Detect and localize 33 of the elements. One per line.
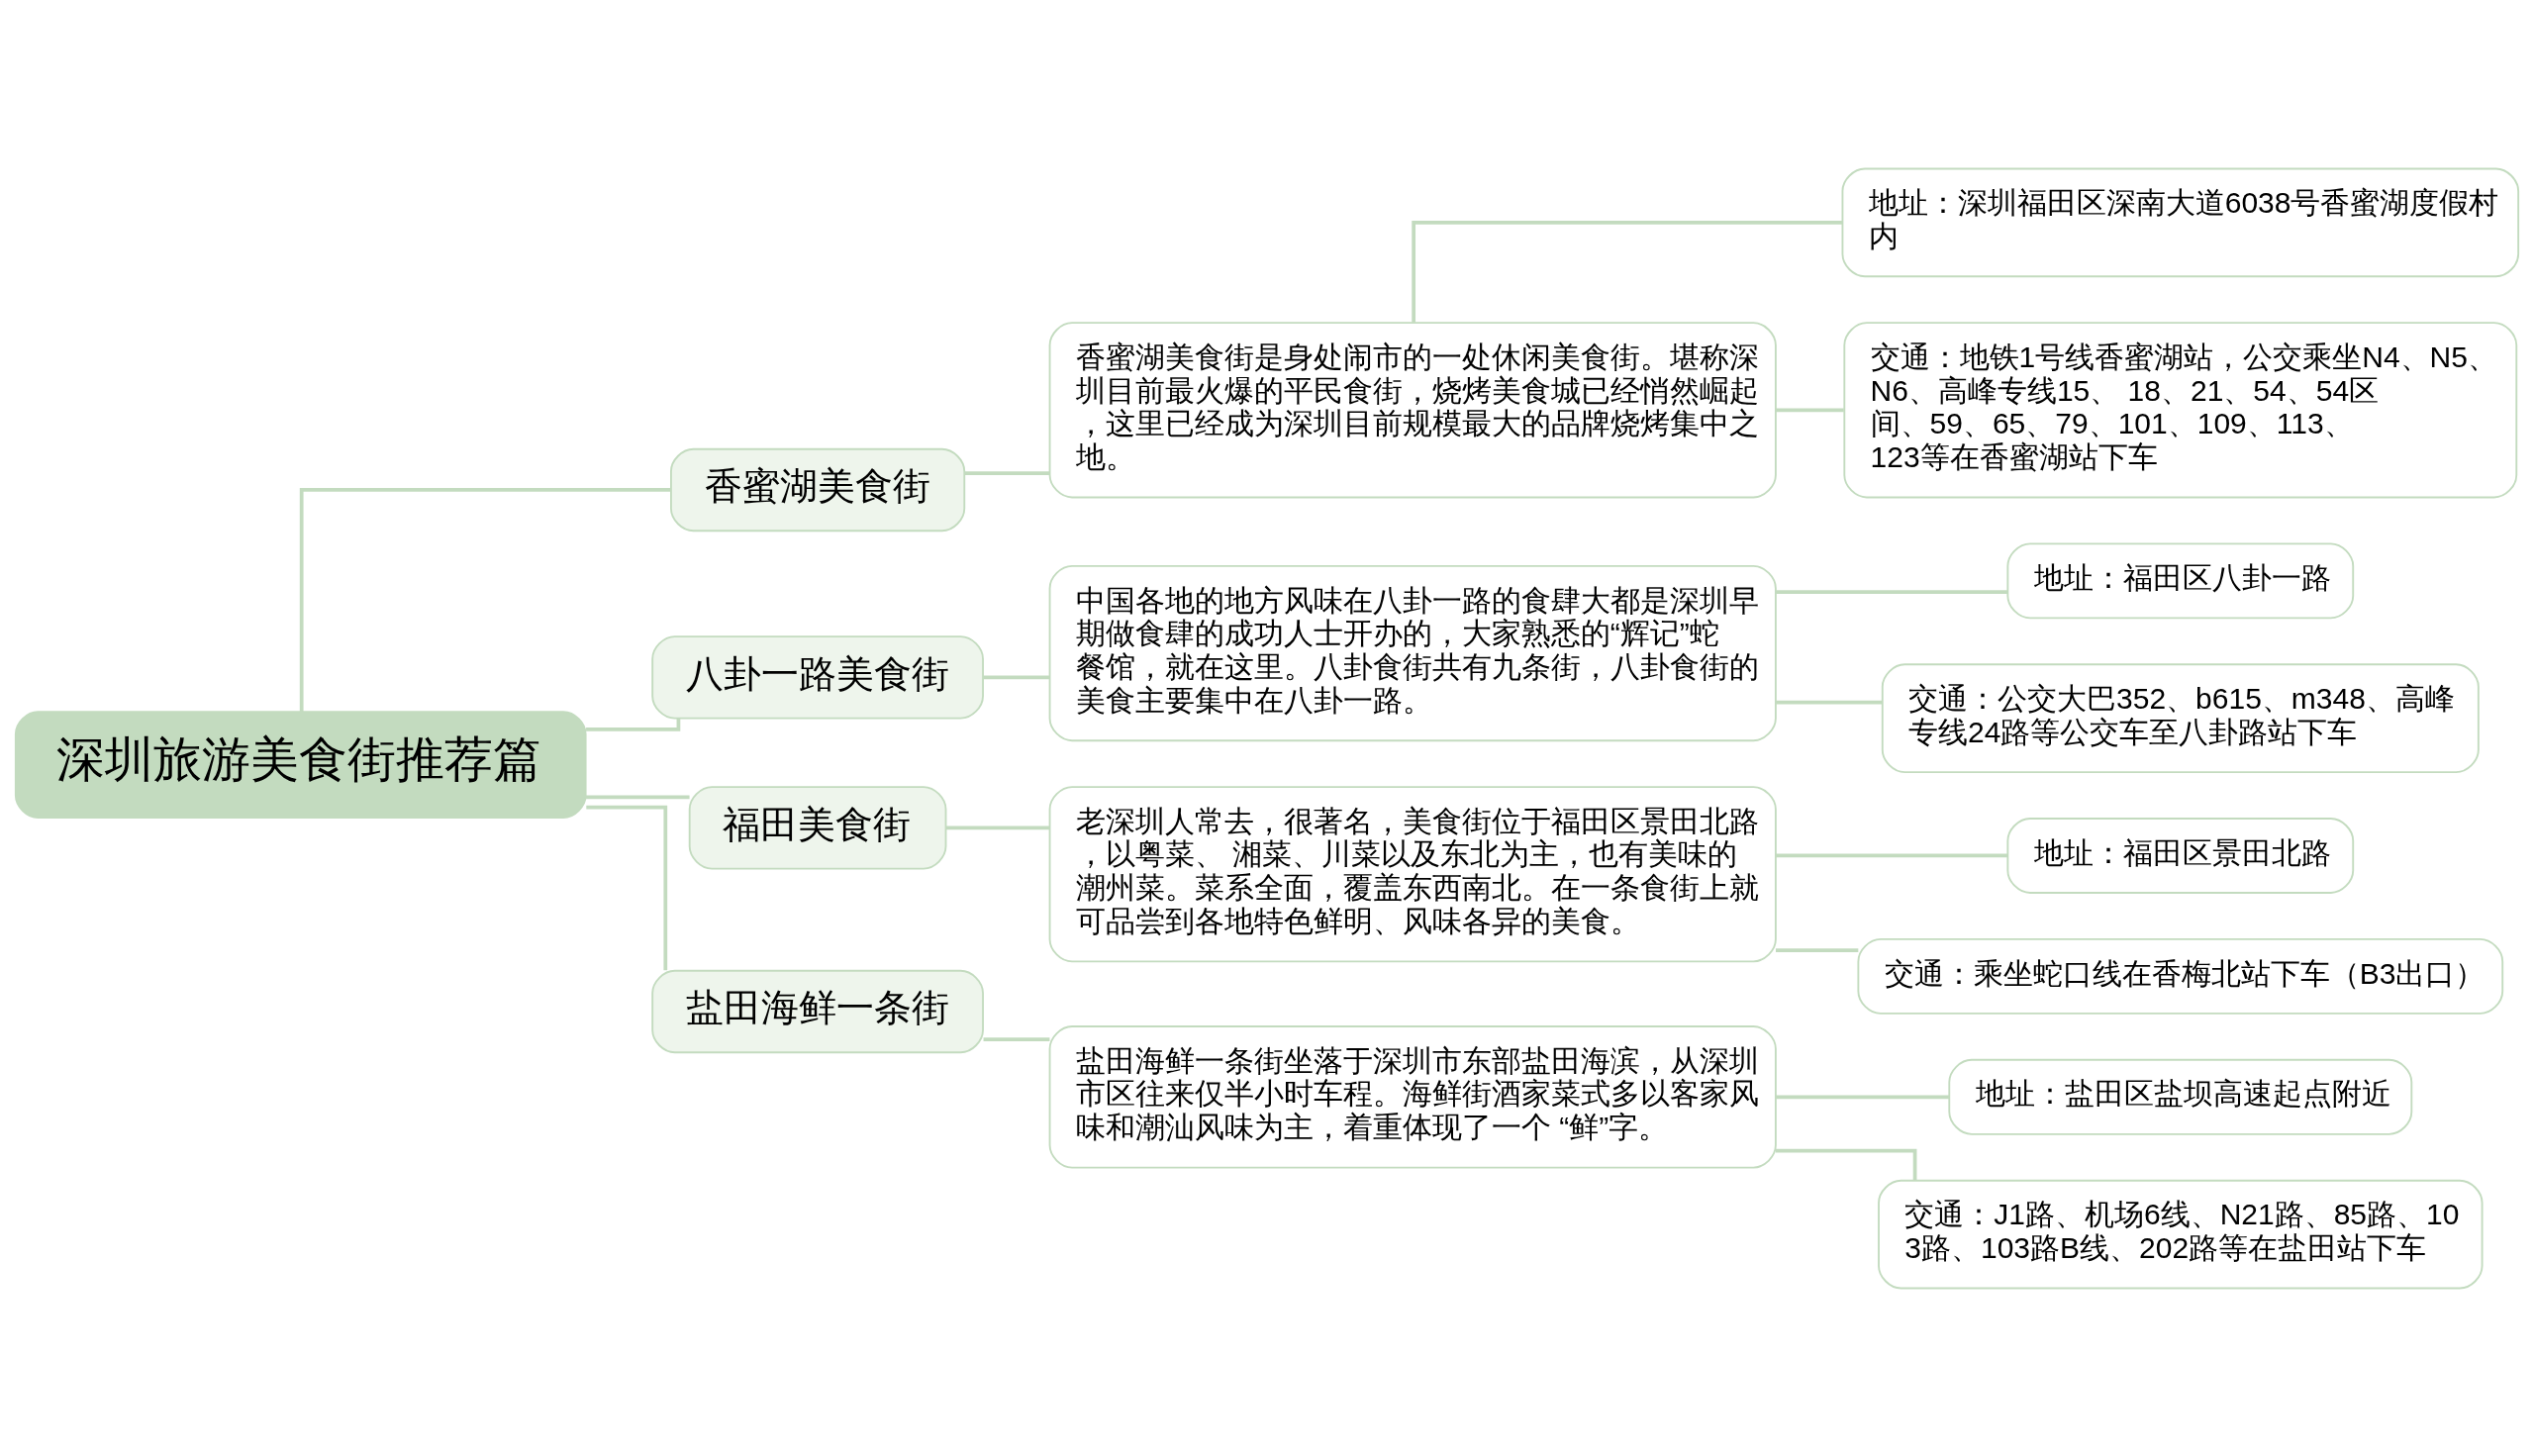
node-box: 地址：盐田区盐坝高速起点附近	[1948, 1058, 2413, 1135]
node-box: 福田美食街	[688, 785, 947, 870]
connector	[1775, 1148, 1917, 1181]
connector	[1776, 589, 2008, 594]
node-box: 老深圳人常去，很著名，美食街位于福田区景田北路，以粤菜、 湘菜、川菜以及东北为主，也有美味的潮州菜。菜系全面，覆盖东西南北。在一条食街上就可品尝到各地特色鲜明、风味各异的美食。	[1048, 785, 1777, 962]
connector	[585, 795, 690, 799]
connector	[1776, 947, 1859, 952]
node-box: 地址：深圳福田区深南大道6038号香蜜湖度假村内	[1841, 167, 2520, 277]
connector	[1776, 853, 2008, 857]
node-box: 盐田海鲜一条街坐落于深圳市东部盐田海滨，从深圳市区往来仅半小时车程。海鲜街酒家菜式多以客家风味和潮汕风味为主，着重体现了一个 “鲜”字。	[1048, 1024, 1777, 1168]
node-box: 地址：福田区八卦一路	[2006, 541, 2355, 619]
node-box: 交通：公交大巴352、b615、m348、高峰专线24路等公交车至八卦路站下车	[1881, 662, 2480, 773]
node-box: 地址：福田区景田北路	[2006, 817, 2355, 894]
node-box: 八卦一路美食街	[651, 634, 984, 720]
connector	[1776, 407, 1844, 412]
node-box: 交通：乘坐蛇口线在香梅北站下车（B3出口）	[1857, 937, 2504, 1015]
connector	[964, 470, 1050, 475]
connector	[983, 1036, 1050, 1041]
node-box: 交通：地铁1号线香蜜湖站，公交乘坐N4、N5、N6、高峰专线15、 18、21、54、54区间、59、65、79、101、109、113、123等在香蜜湖站下车	[1843, 321, 2518, 498]
connector	[586, 718, 681, 731]
connector	[945, 825, 1050, 829]
node-box: 交通：J1路、机场6线、N21路、85路、103路、103路B线、202路等在盐田站下车	[1878, 1179, 2484, 1289]
node-box: 香蜜湖美食街	[670, 447, 966, 532]
node-box: 香蜜湖美食街是身处闹市的一处休闲美食街。堪称深圳目前最火爆的平民食街，烧烤美食城已经悄然崛起，这里已经成为深圳目前规模最大的品牌烧烤集中之地。	[1048, 321, 1777, 498]
connector	[1412, 220, 1843, 323]
node-box: 中国各地的地方风味在八卦一路的食肆大都是深圳早期做食肆的成功人士开办的，大家熟悉的“辉记”蛇餐馆，就在这里。八卦食街共有九条街，八卦食街的美食主要集中在八卦一路。	[1048, 564, 1777, 741]
connector	[1776, 700, 1883, 705]
node-box: 盐田海鲜一条街	[651, 969, 984, 1053]
connector	[983, 675, 1050, 679]
node-box: 深圳旅游美食街推荐篇	[14, 710, 587, 819]
connector	[586, 805, 668, 970]
connector	[1776, 1094, 1950, 1099]
connector	[299, 487, 671, 712]
